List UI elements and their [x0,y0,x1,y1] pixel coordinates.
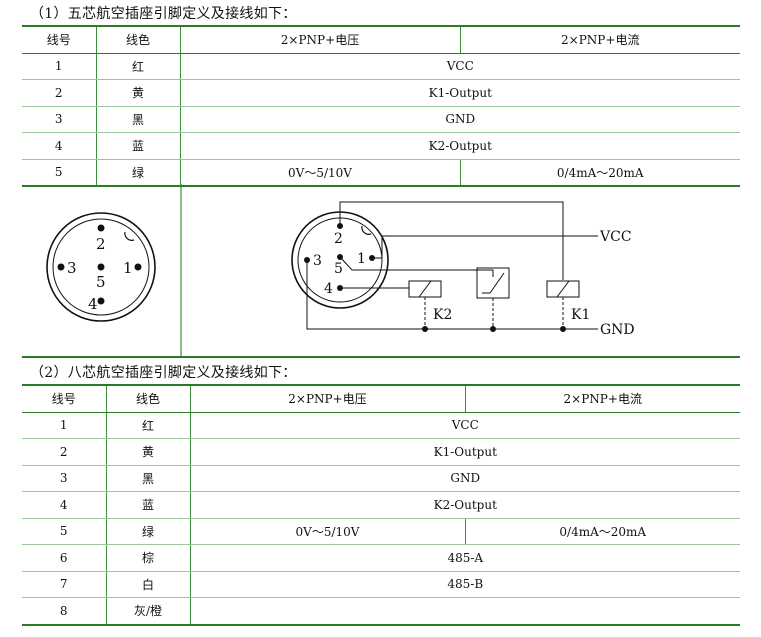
row-no: 5 [22,518,106,545]
row-color: 灰/橙 [105,597,190,626]
table-row: 2 黄 K1-Output [22,79,740,107]
row-signal: K1-Output [179,79,740,107]
k2-label: K2 [433,307,452,323]
table-row: 1 红 VCC [22,412,740,439]
connector-pin-4-label: 4 [88,295,98,313]
row-voltage: 0V～5/10V [189,518,465,545]
row-signal: K2-Output [179,132,740,160]
row-signal: GND [179,106,740,133]
section1-title: （1）五芯航空插座引脚定义及接线如下： [30,6,297,22]
header-voltage: 2×PNP+电压 [179,26,460,54]
row-no: 2 [22,79,96,107]
schematic-pin-1-label: 1 [357,251,366,267]
five-pin-connector-diagram: 2 5 3 1 4 [46,212,156,322]
five-pin-table: 线号 线色 2×PNP+电压 2×PNP+电流 1 红 VCC 2 黄 K1-O… [22,25,740,187]
table-row: 2 黄 K1-Output [22,438,740,466]
row-no: 8 [22,597,106,626]
wiring-diagram-area: 2 5 3 1 4 [22,184,740,358]
row-no: 4 [22,491,106,519]
table-row: 3 黑 GND [22,106,740,133]
row-color: 红 [95,53,180,80]
row-no: 3 [22,465,106,492]
row-current: 0/4mA～20mA [459,159,740,187]
row-signal: K2-Output [189,491,740,519]
row-color: 白 [105,571,190,598]
table-row: 5 绿 0V～5/10V 0/4mA～20mA [22,518,740,545]
connector-pin-3-label: 3 [67,259,77,277]
row-color: 黄 [105,438,190,466]
row-color: 绿 [105,518,190,545]
row-no: 7 [22,571,106,598]
five-pin-wiring-schematic [291,201,598,332]
row-color: 绿 [95,159,180,187]
row-color: 黑 [105,465,190,492]
gnd-label: GND [600,322,635,338]
row-signal [189,597,740,626]
table-row: 4 蓝 K2-Output [22,132,740,160]
row-no: 5 [22,159,96,187]
row-color: 棕 [105,544,190,572]
row-color: 蓝 [105,491,190,519]
table-row: 1 红 VCC [22,53,740,80]
header-voltage: 2×PNP+电压 [189,385,465,413]
section2-title: （2）八芯航空插座引脚定义及接线如下： [30,365,297,381]
row-no: 2 [22,438,106,466]
row-no: 6 [22,544,106,572]
connector-pin-5-label: 5 [96,273,106,291]
row-voltage: 0V～5/10V [179,159,460,187]
connector-pin-1-label: 1 [123,259,133,277]
table-row: 3 黑 GND [22,465,740,492]
row-current: 0/4mA～20mA [464,518,740,545]
row-color: 红 [105,412,190,439]
table-header-row: 线号 线色 2×PNP+电压 2×PNP+电流 [22,26,740,54]
row-no: 3 [22,106,96,133]
table-row: 5 绿 0V～5/10V 0/4mA～20mA [22,159,740,187]
table-row: 4 蓝 K2-Output [22,491,740,519]
k1-label: K1 [571,307,590,323]
row-signal: VCC [179,53,740,80]
row-color: 黄 [95,79,180,107]
row-no: 1 [22,412,106,439]
row-signal: 485-A [189,544,740,572]
table-header-row: 线号 线色 2×PNP+电压 2×PNP+电流 [22,385,740,413]
eight-pin-table: 线号 线色 2×PNP+电压 2×PNP+电流 1 红 VCC 2 黄 K1-O… [22,384,740,626]
header-wire-color: 线色 [105,385,190,413]
header-wire-color: 线色 [95,26,180,54]
vcc-label: VCC [599,229,632,245]
table-row: 8 灰/橙 [22,597,740,626]
schematic-pin-3-label: 3 [313,253,322,269]
schematic-pin-5-label: 5 [334,261,343,277]
row-signal: 485-B [189,571,740,598]
row-signal: GND [189,465,740,492]
header-line-no: 线号 [22,385,106,413]
schematic-pin-2-label: 2 [334,231,343,247]
row-no: 4 [22,132,96,160]
table-row: 6 棕 485-A [22,544,740,572]
row-signal: VCC [189,412,740,439]
row-color: 蓝 [95,132,180,160]
row-signal: K1-Output [189,438,740,466]
header-current: 2×PNP+电流 [459,26,740,54]
table-row: 7 白 485-B [22,571,740,598]
header-current: 2×PNP+电流 [464,385,740,413]
row-color: 黑 [95,106,180,133]
connector-pin-2-label: 2 [96,235,106,253]
row-no: 1 [22,53,96,80]
schematic-pin-4-label: 4 [324,281,333,297]
header-line-no: 线号 [22,26,96,54]
